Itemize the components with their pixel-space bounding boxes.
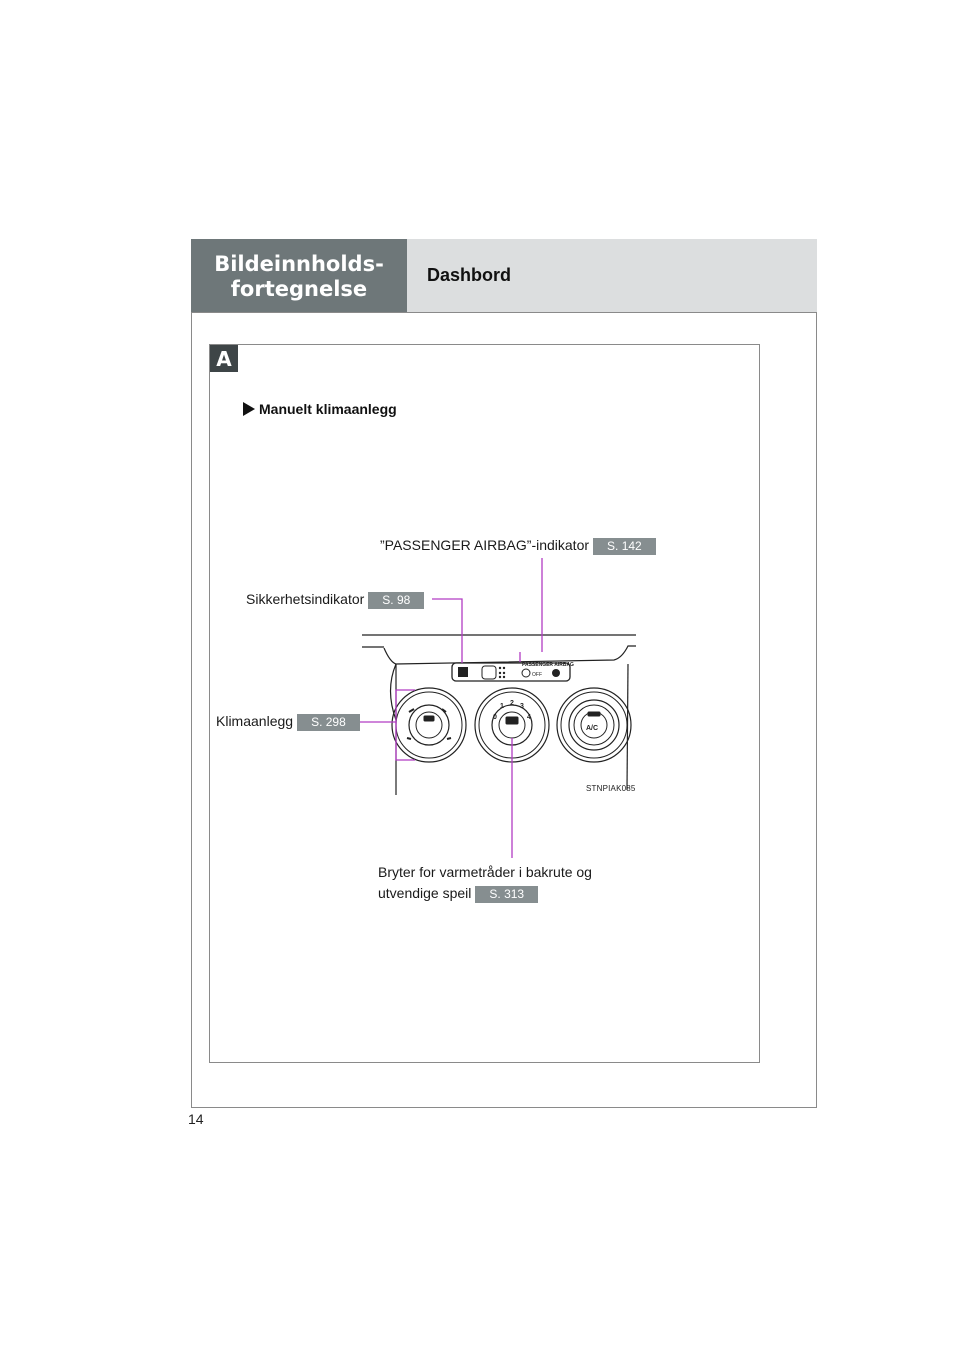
indicator-panel: PASSENGER AIRBAG OFF xyxy=(451,662,574,682)
section-tab: Bildeinnholds- fortegnelse xyxy=(191,239,407,312)
callout-defogger-ref[interactable]: S. 313 xyxy=(475,885,539,903)
callout-airbag-text: ”PASSENGER AIRBAG”-indikator xyxy=(380,537,590,553)
callout-security-ref[interactable]: S. 98 xyxy=(368,591,425,609)
page-header: Bildeinnholds- fortegnelse Dashbord xyxy=(191,239,817,313)
section-marker: A xyxy=(210,345,238,372)
content-box xyxy=(209,344,760,1063)
fan-speed-0: 0 xyxy=(493,714,497,721)
page-number: 14 xyxy=(188,1111,204,1127)
callout-lines xyxy=(358,558,543,858)
fan-speed-3: 3 xyxy=(520,703,524,710)
callout-climate-text: Klimaanlegg xyxy=(216,713,294,729)
airbag-on-icon xyxy=(552,669,560,677)
page-title: Dashbord xyxy=(427,265,512,285)
subheading: Manuelt klimaanlegg xyxy=(243,401,397,417)
fan-speed-labels: 0 1 2 3 4 xyxy=(493,700,531,721)
callout-airbag-ref[interactable]: S. 142 xyxy=(593,537,656,555)
security-indicator-icon xyxy=(458,667,468,677)
section-title-line2: fortegnelse xyxy=(230,276,368,301)
dashboard-outline xyxy=(362,634,636,795)
callout-defogger: Bryter for varmetråder i bakrute og utve… xyxy=(378,862,592,904)
fan-speed-1: 1 xyxy=(500,703,504,710)
mode-knob xyxy=(391,687,467,763)
triangle-bullet-icon xyxy=(243,402,255,416)
rear-defogger-icon xyxy=(505,716,519,725)
subheading-text: Manuelt klimaanlegg xyxy=(259,401,397,417)
airbag-off-icon xyxy=(521,668,531,678)
security-callout-line xyxy=(432,598,463,663)
fan-speed-4: 4 xyxy=(527,714,531,721)
callout-climate-ref[interactable]: S. 298 xyxy=(297,713,360,731)
callout-defogger-text-2: utvendige speil xyxy=(378,885,472,901)
callout-security-text: Sikkerhetsindikator xyxy=(246,591,365,607)
temperature-knob xyxy=(556,687,632,763)
section-title-line1: Bildeinnholds- xyxy=(214,251,384,276)
callout-defogger-text-1: Bryter for varmetråder i bakrute og xyxy=(378,864,592,880)
illustration-code: STNPIAK085 xyxy=(586,784,636,793)
indicator-off-label: OFF xyxy=(532,672,542,678)
ac-button-label: A/C xyxy=(586,725,598,732)
indicator-label: PASSENGER AIRBAG xyxy=(522,662,574,668)
fan-speed-2: 2 xyxy=(510,700,514,707)
